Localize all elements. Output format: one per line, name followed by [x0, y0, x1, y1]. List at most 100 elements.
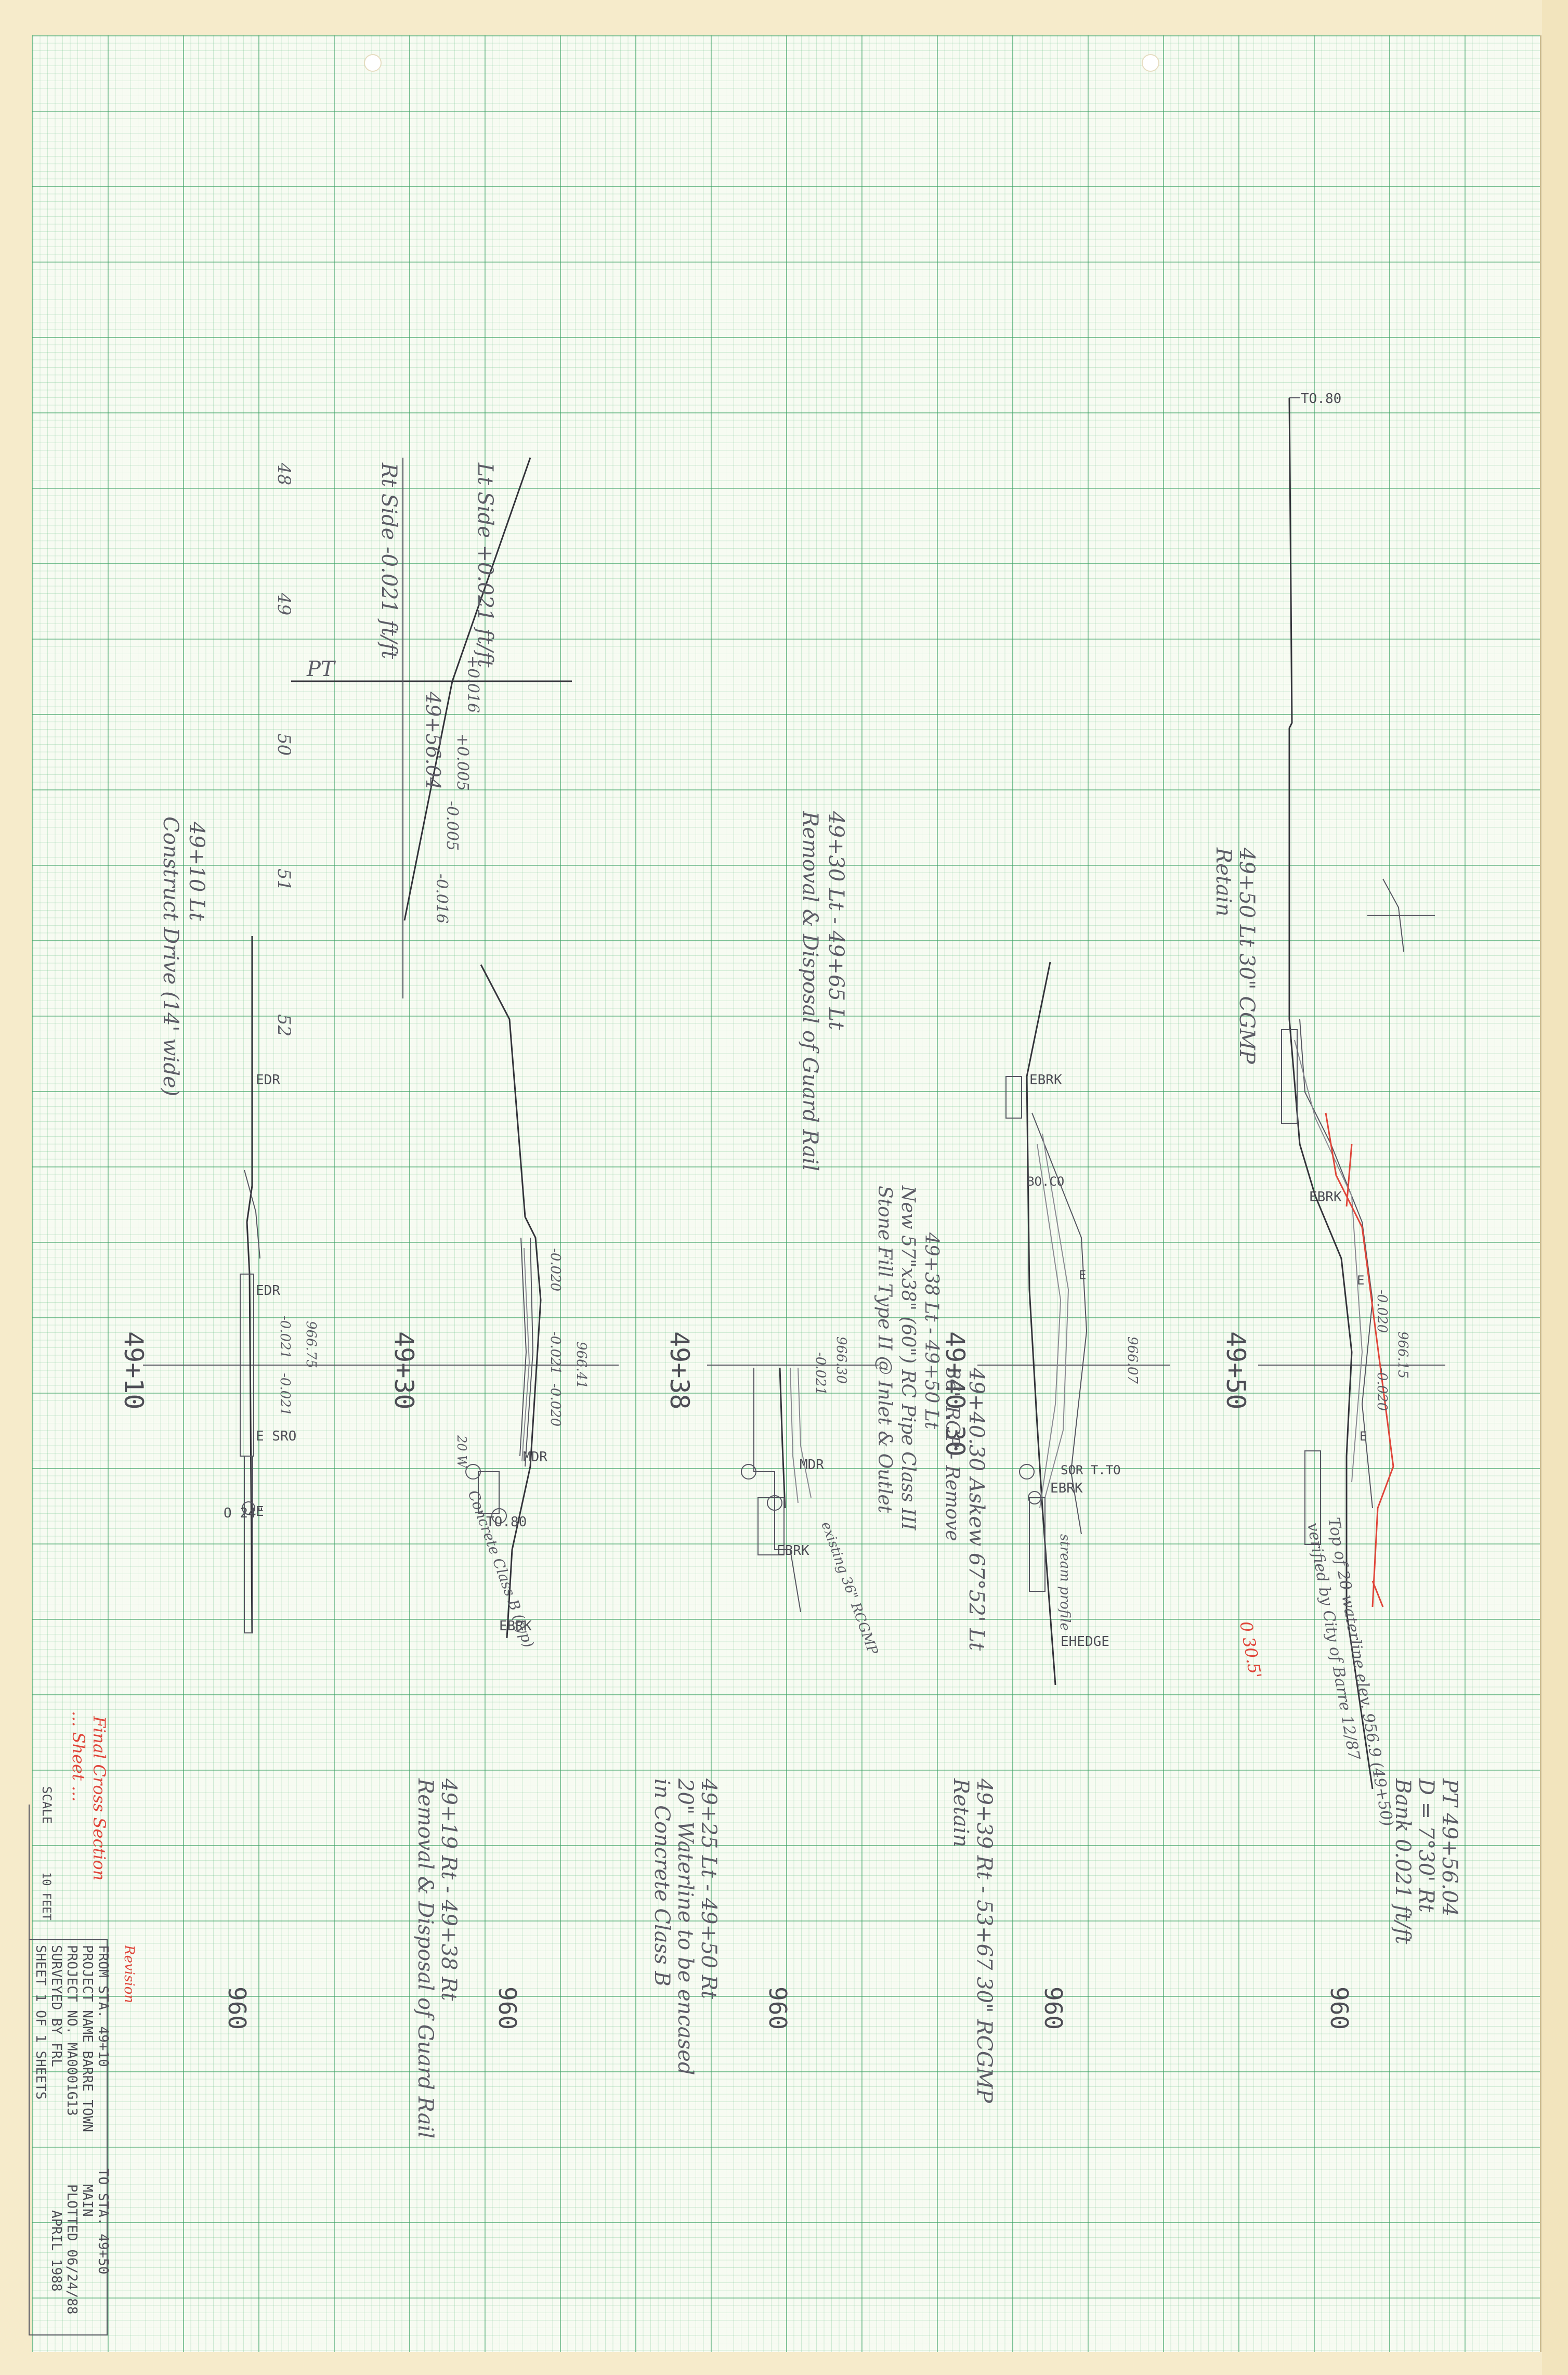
detail-sketch	[1382, 878, 1404, 952]
elevation-label: 960	[223, 1987, 251, 2030]
super-value: -0.005	[443, 801, 461, 851]
sheet-number: SHEET 1 OF 1 SHEETS	[33, 1945, 48, 2099]
station-label: 49+40.30	[940, 1331, 970, 1457]
note-text: 49+30 Lt - 49+65 Lt	[824, 811, 848, 1030]
survey-date: APRIL 1988	[48, 2210, 64, 2292]
plotted-date: PLOTTED 06/24/88	[64, 2184, 80, 2314]
rt-side-line	[403, 681, 453, 921]
red-note: 0 30.5'	[1236, 1620, 1265, 1680]
station-label: 49+10	[119, 1331, 149, 1410]
code-label: O 24"	[224, 1506, 264, 1521]
super-value: +0.016	[464, 655, 482, 713]
ground-profile	[779, 1367, 786, 1509]
note-text: Retain	[1211, 847, 1235, 916]
note-text: 49+10 Lt	[185, 821, 208, 922]
encasement	[478, 1471, 500, 1514]
note-label: existing 36" RCGMP	[818, 1520, 881, 1657]
note-text: 49+38 Lt - 49+50 Lt	[921, 1232, 942, 1430]
code-label: E	[1360, 1429, 1367, 1444]
redline-revision	[1371, 1580, 1384, 1607]
red-note: ... Sheet ...	[69, 1711, 88, 1802]
note-text: in Concrete Class B	[650, 1779, 674, 1987]
surveyed-by: SURVEYED BY FRL	[48, 1945, 64, 2067]
super-value: +0.005	[453, 733, 472, 791]
elev-label: -0.021	[277, 1373, 293, 1416]
to-station: TO STA. 49+50	[95, 2169, 111, 2275]
note-text: PT 49+56.04	[1438, 1778, 1461, 1916]
elev-label: 966.15	[1395, 1331, 1410, 1379]
elev-label: 966.07	[1125, 1336, 1140, 1384]
pipe-box	[1281, 1029, 1298, 1124]
graph-paper	[32, 35, 1541, 2352]
ground-profile	[1042, 1133, 1069, 1498]
code-label: EBRK	[499, 1618, 532, 1634]
paper-edge	[1542, 0, 1568, 2375]
project-main: MAIN	[80, 2184, 95, 2217]
elev-label: -0.020	[1374, 1368, 1390, 1411]
code-label: EBRK	[1029, 1072, 1062, 1088]
ground-profile	[1026, 962, 1056, 1685]
elevation-label: 960	[1039, 1987, 1067, 2030]
pipe-symbol	[1028, 1491, 1041, 1504]
elev-label: -0.021	[277, 1316, 293, 1359]
ground-profile	[521, 1248, 530, 1462]
note-text: Removal & Disposal of Guard Rail	[798, 811, 822, 1171]
pt-label: PT	[306, 657, 336, 681]
code-label: EDR	[256, 1072, 280, 1088]
scale-label: SCALE	[40, 1786, 54, 1824]
ground-profile	[525, 1237, 534, 1467]
ground-profile	[1031, 1112, 1088, 1535]
ground-profile	[1288, 397, 1374, 1789]
title-block: SCALE 10 FEET FROM STA. 49+10 TO STA. 49…	[29, 1786, 111, 2335]
code-label: EDR	[256, 1283, 280, 1299]
waterline-symbol	[491, 1508, 507, 1524]
note-text: 49+40.30 Askew 67°52' Lt	[964, 1367, 988, 1651]
note-text: New 57"x38" (60") RC Pipe Class III	[897, 1185, 919, 1530]
station-label: 49+38	[664, 1331, 695, 1410]
note-text: D = 7°30' Rt	[1414, 1778, 1438, 1913]
punch-hole	[364, 54, 382, 72]
ground-profile	[1037, 1144, 1062, 1509]
elevation-label: 960	[1325, 1987, 1353, 2030]
station-tick: 50	[273, 733, 294, 756]
red-note: Revision	[121, 1944, 137, 2003]
elev-label: 966.41	[573, 1342, 589, 1389]
code-label: EBRK	[1309, 1189, 1342, 1205]
note-text: Stone Fill Type II @ Inlet & Outlet	[874, 1186, 895, 1513]
ground-profile	[798, 1367, 812, 1498]
ground-profile	[246, 936, 253, 1633]
pipe-box	[1029, 1497, 1046, 1592]
ground-profile	[1299, 1019, 1374, 1509]
note-text: Construct Drive (14' wide)	[159, 816, 182, 1096]
note-label: 20 W	[454, 1435, 469, 1469]
super-value: -0.016	[433, 874, 451, 924]
station-tick: 49	[273, 592, 294, 615]
code-label: E SRO	[256, 1429, 296, 1444]
title-block-frame	[29, 1939, 108, 2335]
code-label: E	[1357, 1273, 1364, 1288]
drive-section	[244, 1456, 253, 1633]
code-label: TO.80	[1301, 391, 1341, 407]
superelevation-diagram: Lt Side +0.021 ft/ft Rt Side -0.021 ft/f…	[273, 457, 572, 1036]
pipe-box	[1304, 1450, 1321, 1545]
station-label: 49+30	[389, 1331, 419, 1410]
code-label: MDR	[800, 1457, 824, 1473]
station-tick: 48	[273, 462, 294, 485]
pipe-symbol	[242, 1501, 255, 1515]
code-label: BO.CO	[1027, 1174, 1064, 1189]
note-text: 49+39 Rt - 53+67 30" RCGMP	[972, 1778, 996, 2104]
pipe-box	[757, 1497, 785, 1555]
elevation-label: 960	[764, 1987, 792, 2030]
note-text: 20" Waterline to be encased	[673, 1778, 697, 2075]
elev-label: -0.020	[547, 1383, 563, 1426]
ground-profile	[753, 1368, 801, 1613]
project-number: PROJECT NO. MA0001G13	[64, 1945, 80, 2116]
note-text: 49+19 Rt - 49+38 Rt	[437, 1778, 461, 2001]
handwritten-notes: 49+10 Lt Construct Drive (14' wide) 49+3…	[69, 811, 1461, 2138]
ground-profile	[480, 964, 542, 1639]
note-text: Removal & Disposal of Guard Rail	[413, 1778, 437, 2138]
section-49-40-30: EBRK BO.CO E EBRK SOR T.TO EHEDGE 966.07…	[940, 962, 1170, 2030]
lt-side-line	[451, 457, 531, 682]
